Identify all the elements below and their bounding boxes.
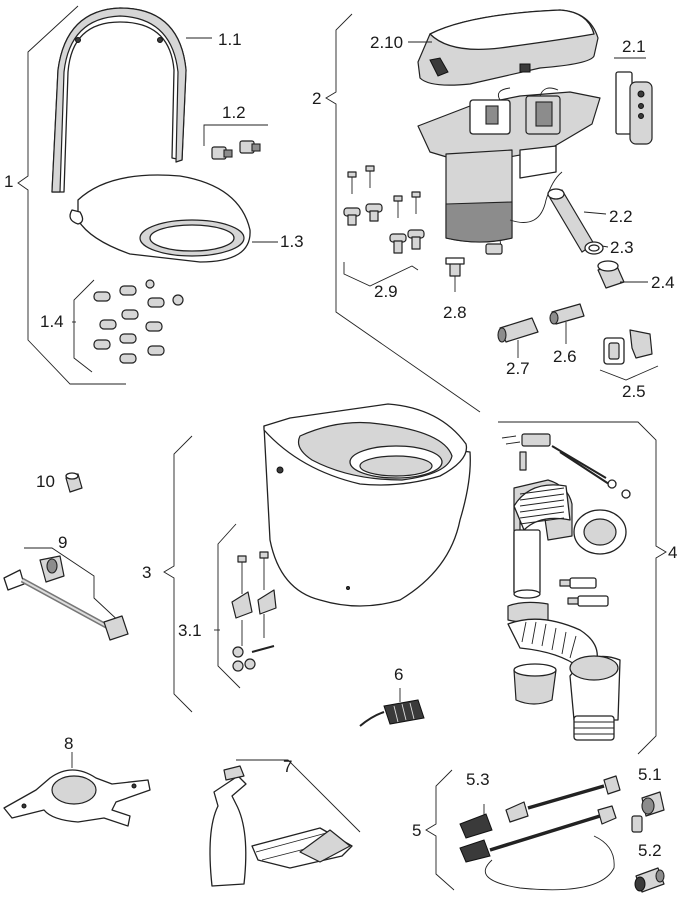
group-2-bracket xyxy=(325,13,481,413)
label-5-1: 5.1 xyxy=(638,765,662,784)
label-1-2: 1.2 xyxy=(222,103,246,122)
buffers-part-1-4 xyxy=(72,279,184,373)
label-1-4: 1.4 xyxy=(40,312,64,331)
group-5-bracket xyxy=(425,769,455,891)
label-2-5: 2.5 xyxy=(622,382,646,401)
label-1-1: 1.1 xyxy=(218,30,242,49)
function-unit-part-2 xyxy=(417,87,601,255)
label-9: 9 xyxy=(58,533,68,552)
label-2-3: 2.3 xyxy=(610,238,634,257)
hinge-pins-part-1-2 xyxy=(203,124,268,160)
remote-control-part-2-1 xyxy=(614,57,653,145)
valve-part-5-1 xyxy=(631,791,665,833)
label-2-4: 2.4 xyxy=(651,273,675,292)
label-10: 10 xyxy=(36,472,55,491)
group-3-bracket xyxy=(163,435,193,713)
label-2-9: 2.9 xyxy=(374,282,398,301)
hose-part-5-3 xyxy=(459,775,621,891)
label-5: 5 xyxy=(412,821,422,840)
seat-part-1-3 xyxy=(69,174,278,263)
label-3-1: 3.1 xyxy=(178,621,202,640)
label-1: 1 xyxy=(4,172,14,191)
screws-part-2-9 xyxy=(343,165,425,287)
seal-part-2-3 xyxy=(584,241,609,255)
label-7: 7 xyxy=(283,757,293,776)
lid-part-1-1 xyxy=(51,7,212,193)
label-5-2: 5.2 xyxy=(638,841,662,860)
label-3: 3 xyxy=(142,563,152,582)
group-4-bracket xyxy=(498,421,667,755)
hose-part-9 xyxy=(3,547,129,641)
brackets-part-2-5 xyxy=(599,329,659,381)
toilet-bowl-part-3 xyxy=(263,403,471,607)
label-2-7: 2.7 xyxy=(506,359,530,378)
cleaning-set-part-7 xyxy=(209,759,361,887)
adapter-part-2-6 xyxy=(549,303,585,344)
connector-part-6 xyxy=(359,688,425,727)
base-plate-part-8 xyxy=(3,752,151,827)
label-8: 8 xyxy=(64,734,74,753)
cover-part-2-10 xyxy=(408,9,599,86)
cap-part-10 xyxy=(65,472,83,493)
pipe-part-2-2 xyxy=(547,188,607,253)
label-6: 6 xyxy=(394,665,404,684)
label-4: 4 xyxy=(668,543,678,562)
label-2-10: 2.10 xyxy=(370,33,404,52)
label-2-2: 2.2 xyxy=(609,207,633,226)
label-2: 2 xyxy=(312,89,322,108)
fixing-set-part-3-1 xyxy=(214,523,277,689)
label-1-3: 1.3 xyxy=(280,232,304,251)
drain-set-part-4 xyxy=(501,433,631,741)
adapter-part-2-7 xyxy=(497,317,539,358)
group-1-bracket xyxy=(17,5,126,385)
label-2-6: 2.6 xyxy=(553,347,577,366)
label-2-1: 2.1 xyxy=(622,37,646,56)
label-5-3: 5.3 xyxy=(466,770,490,789)
connector-part-2-4 xyxy=(597,260,648,289)
label-2-8: 2.8 xyxy=(443,303,467,322)
valve-part-5-2 xyxy=(634,867,665,893)
valve-part-2-8 xyxy=(445,257,465,292)
